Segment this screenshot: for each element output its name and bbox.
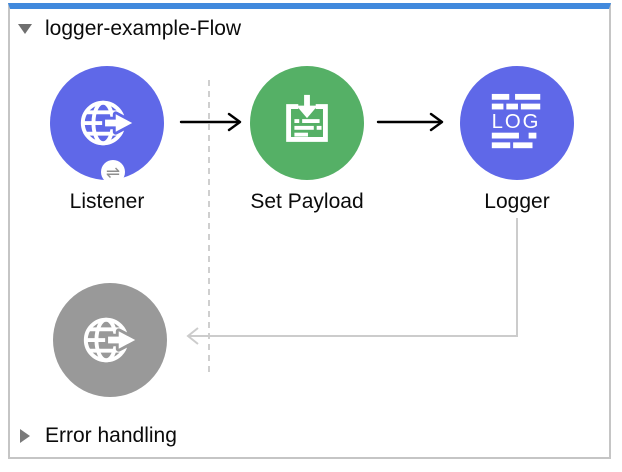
node-label-logger: Logger — [484, 190, 550, 213]
error-handling-header: Error handling — [20, 424, 177, 448]
log-text: LOG — [492, 111, 541, 133]
globe-arrow-icon — [83, 317, 139, 363]
set-payload-document-icon — [286, 94, 328, 142]
event-source-badge[interactable]: ⇌ — [101, 160, 125, 184]
flow-title[interactable]: logger-example-Flow — [45, 17, 242, 40]
error-handling-label[interactable]: Error handling — [45, 424, 177, 447]
exchange-arrows-icon: ⇌ — [105, 162, 121, 182]
globe-arrow-icon — [80, 100, 136, 146]
node-label-listener: Listener — [69, 190, 145, 213]
expand-caret-icon[interactable] — [20, 429, 30, 443]
logger-log-lines-icon: LOG — [492, 93, 541, 149]
node-response-endpoint[interactable] — [53, 283, 167, 397]
collapse-caret-icon[interactable] — [18, 24, 32, 34]
node-logger[interactable]: LOG — [460, 66, 574, 180]
flow-header: logger-example-Flow — [18, 17, 241, 41]
node-set-payload[interactable] — [250, 66, 364, 180]
node-label-set-payload: Set Payload — [250, 190, 364, 213]
